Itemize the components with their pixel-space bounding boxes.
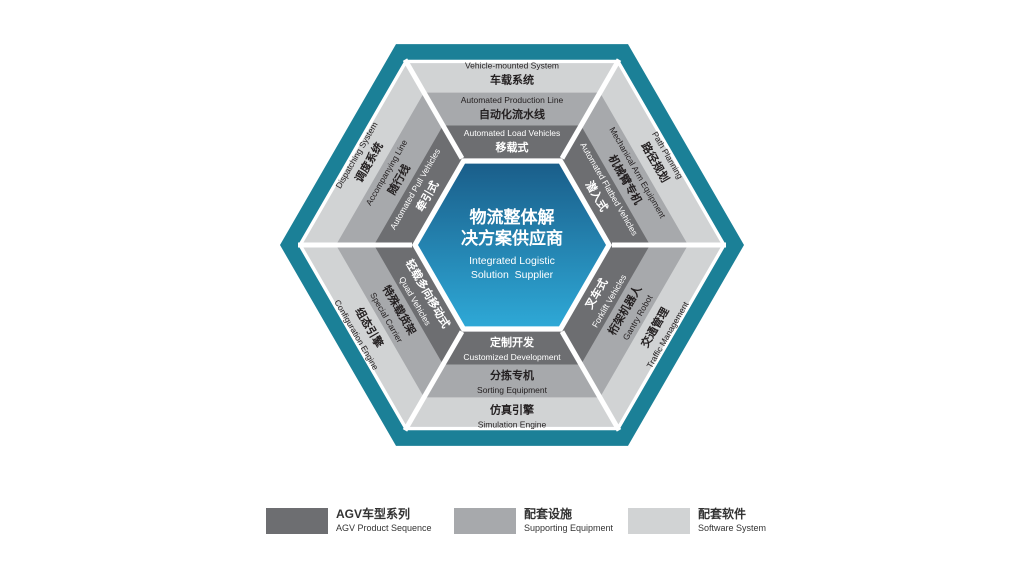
sector-divider bbox=[559, 58, 622, 160]
legend-label-cn: 配套设施 bbox=[524, 507, 573, 521]
sector-top-supporting-en: Automated Production Line bbox=[461, 95, 564, 105]
legend-swatch-agv bbox=[266, 508, 328, 534]
sector-divider bbox=[402, 58, 465, 160]
sector-bottom-agv-cn: 定制开发 bbox=[490, 335, 535, 349]
sector-bottom-supporting-en: Sorting Equipment bbox=[477, 385, 548, 395]
legend-item-agv: AGV车型系列 AGV Product Sequence bbox=[266, 507, 432, 534]
core-title-line2: 决方案供应商 bbox=[461, 228, 563, 248]
legend-label-cn: 配套软件 bbox=[698, 507, 747, 521]
legend-label-en: Supporting Equipment bbox=[524, 523, 614, 533]
sector-bottom-software-cn: 仿真引擎 bbox=[490, 403, 534, 417]
sector-bottom-software: Simulation Engine 仿真引擎 bbox=[478, 403, 547, 430]
legend-label-cn: AGV车型系列 bbox=[336, 507, 411, 521]
sector-top-software: Vehicle-mounted System 车载系统 bbox=[465, 60, 559, 86]
legend-label-en: AGV Product Sequence bbox=[336, 523, 432, 533]
sector-bottom-agv: Customized Development 定制开发 bbox=[463, 335, 561, 362]
legend-swatch-software bbox=[628, 508, 690, 534]
core-title-line1: 物流整体解 bbox=[470, 207, 555, 227]
sector-top-supporting-cn: 自动化流水线 bbox=[479, 107, 545, 121]
legend-swatch-supporting bbox=[454, 508, 516, 534]
legend-label-en: Software System bbox=[698, 523, 767, 533]
sector-bottom-agv-en: Customized Development bbox=[463, 352, 561, 362]
core-subtitle-line1: Integrated Logistic bbox=[469, 255, 555, 267]
sector-top-agv: Automated Load Vehicles 移载式 bbox=[464, 128, 560, 154]
core-hexagon: 物流整体解 决方案供应商 Integrated Logistic Solutio… bbox=[418, 163, 606, 327]
sector-divider bbox=[559, 330, 622, 432]
legend-item-software: 配套软件 Software System bbox=[628, 507, 767, 534]
sector-top-agv-cn: 移载式 bbox=[496, 140, 529, 154]
sector-top-software-cn: 车载系统 bbox=[490, 72, 534, 86]
sector-bottom-supporting-cn: 分拣专机 bbox=[490, 368, 534, 382]
core-subtitle-line2: Solution Supplier bbox=[471, 269, 554, 281]
sector-bottom-software-en: Simulation Engine bbox=[478, 420, 547, 430]
sector-divider bbox=[402, 330, 465, 432]
sector-top-software-en: Vehicle-mounted System bbox=[465, 60, 559, 70]
legend-item-supporting: 配套设施 Supporting Equipment bbox=[454, 507, 614, 534]
sector-top-agv-en: Automated Load Vehicles bbox=[464, 128, 560, 138]
sector-top-supporting: Automated Production Line 自动化流水线 bbox=[461, 95, 564, 121]
sector-bottom-supporting: Sorting Equipment 分拣专机 bbox=[477, 368, 548, 395]
